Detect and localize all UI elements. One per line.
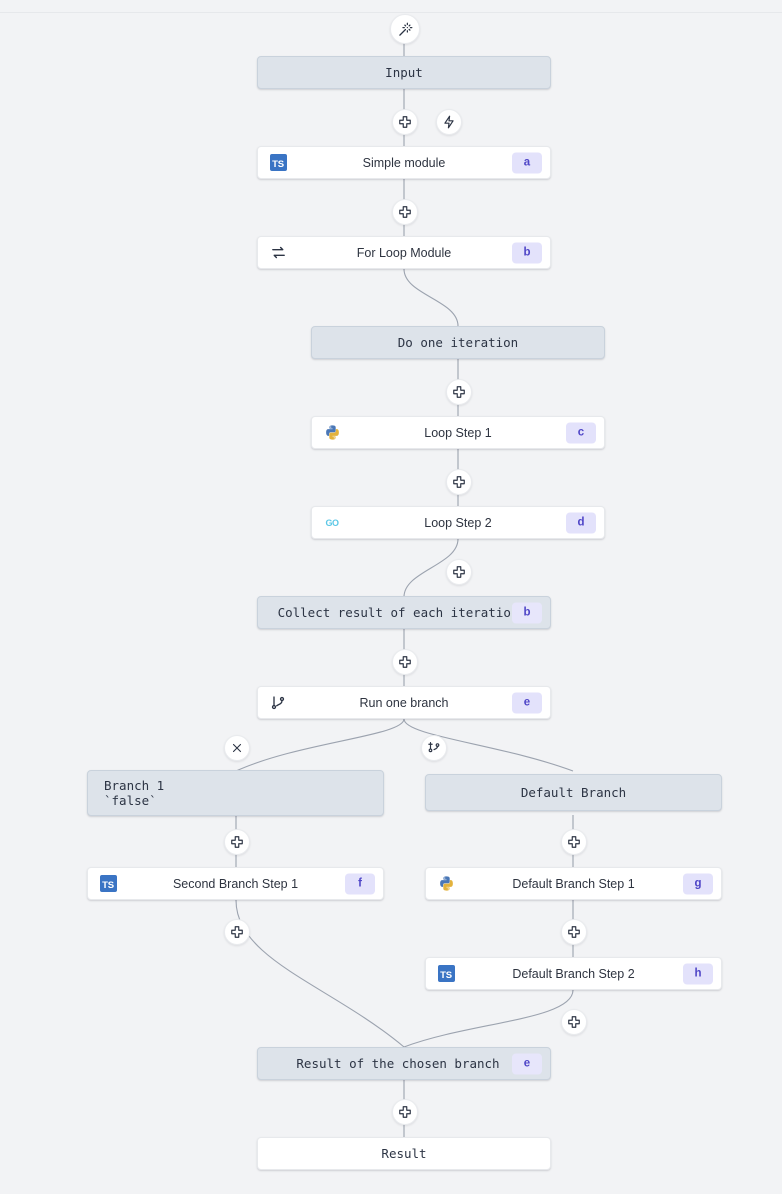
node-loop-step-2[interactable]: GO Loop Step 2 d: [311, 506, 605, 539]
node-simple-module[interactable]: TS Simple module a: [257, 146, 551, 179]
plus-icon: [230, 925, 244, 939]
node-simple-module-badge: a: [512, 152, 542, 173]
node-collect-result[interactable]: Collect result of each iteration b: [257, 596, 551, 629]
go-icon-label: GO: [325, 517, 339, 528]
python-icon: [323, 424, 341, 442]
typescript-icon: TS: [99, 875, 117, 893]
node-for-loop-module-badge: b: [512, 242, 542, 263]
plus-icon: [398, 1105, 412, 1119]
node-result-label: Result: [381, 1146, 427, 1161]
add-branch-icon: [427, 741, 441, 755]
node-input[interactable]: Input: [257, 56, 551, 89]
typescript-icon: TS: [437, 965, 455, 983]
node-result-of-chosen-branch-label: Result of the chosen branch: [296, 1056, 500, 1071]
node-result-of-chosen-branch-badge: e: [512, 1053, 542, 1074]
node-loop-step-2-label: Loop Step 2: [424, 515, 492, 530]
node-loop-step-1[interactable]: Loop Step 1 c: [311, 416, 605, 449]
typescript-icon-label: TS: [437, 965, 455, 982]
node-do-one-iteration-label: Do one iteration: [397, 335, 519, 350]
node-second-branch-step-1-badge: f: [345, 873, 375, 894]
node-default-branch-label: Default Branch: [520, 785, 627, 800]
node-simple-module-label: Simple module: [362, 155, 446, 170]
top-divider: [0, 12, 782, 13]
add-step-after-collect-button[interactable]: [392, 649, 418, 675]
node-result-of-chosen-branch[interactable]: Result of the chosen branch e: [257, 1047, 551, 1080]
magic-wand-handle[interactable]: [390, 14, 420, 44]
add-step-in-branch-1-button[interactable]: [224, 829, 250, 855]
plus-icon: [230, 835, 244, 849]
plus-icon: [452, 475, 466, 489]
typescript-icon: TS: [269, 154, 287, 172]
loop-arrows-icon: [269, 244, 287, 262]
node-result[interactable]: Result: [257, 1137, 551, 1170]
add-step-after-result-chosen-branch-button[interactable]: [392, 1099, 418, 1125]
node-run-one-branch-badge: e: [512, 692, 542, 713]
plus-icon: [567, 835, 581, 849]
delete-branch-button[interactable]: [224, 735, 250, 761]
close-icon: [231, 742, 243, 754]
node-for-loop-module[interactable]: For Loop Module b: [257, 236, 551, 269]
lightning-bolt-icon: [442, 115, 456, 129]
add-step-after-input-button[interactable]: [392, 109, 418, 135]
node-loop-step-1-badge: c: [566, 422, 596, 443]
typescript-icon-label: TS: [269, 154, 287, 171]
python-icon: [437, 875, 455, 893]
node-loop-step-2-badge: d: [566, 512, 596, 533]
node-branch-1-label: Branch 1 `false`: [104, 778, 165, 808]
node-default-branch-step-2-label: Default Branch Step 2: [512, 966, 635, 981]
node-run-one-branch-label: Run one branch: [359, 695, 449, 710]
plus-icon: [567, 1015, 581, 1029]
git-branch-icon: [269, 694, 287, 712]
add-step-after-loop-step-1-button[interactable]: [446, 469, 472, 495]
node-collect-result-label: Collect result of each iteration: [277, 605, 519, 620]
node-second-branch-step-1-label: Second Branch Step 1: [172, 876, 299, 891]
go-icon: GO: [318, 514, 346, 532]
plus-icon: [398, 205, 412, 219]
node-input-label: Input: [385, 65, 423, 80]
node-do-one-iteration[interactable]: Do one iteration: [311, 326, 605, 359]
node-loop-step-1-label: Loop Step 1: [424, 425, 492, 440]
node-run-one-branch[interactable]: Run one branch e: [257, 686, 551, 719]
node-collect-result-badge: b: [512, 602, 542, 623]
node-default-branch-step-2-badge: h: [683, 963, 713, 984]
typescript-icon-label: TS: [99, 875, 117, 892]
plus-icon: [567, 925, 581, 939]
plus-icon: [398, 655, 412, 669]
add-step-after-iteration-button[interactable]: [446, 379, 472, 405]
node-default-branch-step-1-badge: g: [683, 873, 713, 894]
node-second-branch-step-1[interactable]: TS Second Branch Step 1 f: [87, 867, 384, 900]
node-default-branch-step-1-label: Default Branch Step 1: [512, 876, 635, 891]
add-step-after-simple-module-button[interactable]: [392, 199, 418, 225]
plus-icon: [452, 385, 466, 399]
plus-icon: [398, 115, 412, 129]
add-branch-button[interactable]: [421, 735, 447, 761]
add-step-after-default-branch-step-2-button[interactable]: [561, 1009, 587, 1035]
add-step-after-default-branch-step-1-button[interactable]: [561, 919, 587, 945]
node-default-branch[interactable]: Default Branch: [425, 774, 722, 811]
magic-wand-icon: [398, 22, 413, 37]
node-branch-1[interactable]: Branch 1 `false`: [87, 770, 384, 816]
node-default-branch-step-1[interactable]: Default Branch Step 1 g: [425, 867, 722, 900]
add-step-in-default-branch-button[interactable]: [561, 829, 587, 855]
plus-icon: [452, 565, 466, 579]
add-step-after-second-branch-step-1-button[interactable]: [224, 919, 250, 945]
trigger-after-input-button[interactable]: [436, 109, 462, 135]
node-for-loop-module-label: For Loop Module: [356, 245, 452, 260]
node-default-branch-step-2[interactable]: TS Default Branch Step 2 h: [425, 957, 722, 990]
add-step-after-loop-step-2-button[interactable]: [446, 559, 472, 585]
